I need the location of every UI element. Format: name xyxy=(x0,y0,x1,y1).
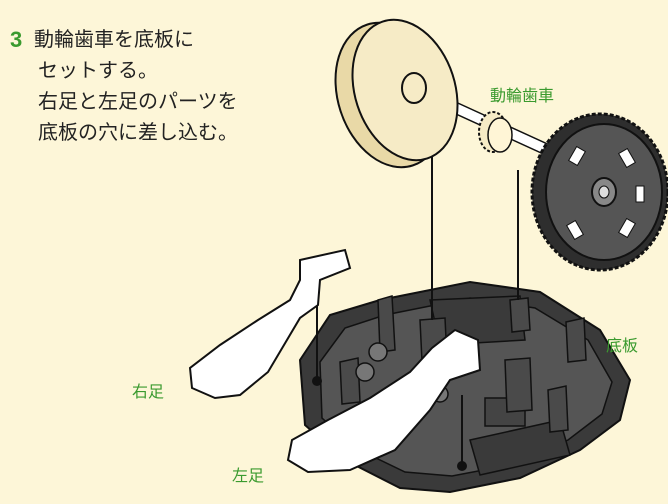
step-line: 動輪歯車を底板に xyxy=(34,27,194,51)
step-instruction: 3 動輪歯車を底板に セットする。 右足と左足のパーツを 底板の穴に差し込む。 xyxy=(10,24,238,148)
left-leg-part xyxy=(286,328,482,474)
step-text: 動輪歯車を底板に セットする。 右足と左足のパーツを 底板の穴に差し込む。 xyxy=(32,24,238,148)
right-leg-part xyxy=(188,248,352,400)
drive-gear-label: 動輪歯車 xyxy=(490,86,555,105)
left-leg-label: 左足 xyxy=(232,466,265,485)
step-line: 右足と左足のパーツを xyxy=(38,89,238,113)
base-plate-label: 底板 xyxy=(606,336,639,355)
step-line: 底板の穴に差し込む。 xyxy=(38,120,238,144)
drive-gear-assembly xyxy=(334,18,668,272)
step-number: 3 xyxy=(10,27,23,52)
step-line: セットする。 xyxy=(38,58,158,82)
right-leg-label: 右足 xyxy=(132,382,165,401)
